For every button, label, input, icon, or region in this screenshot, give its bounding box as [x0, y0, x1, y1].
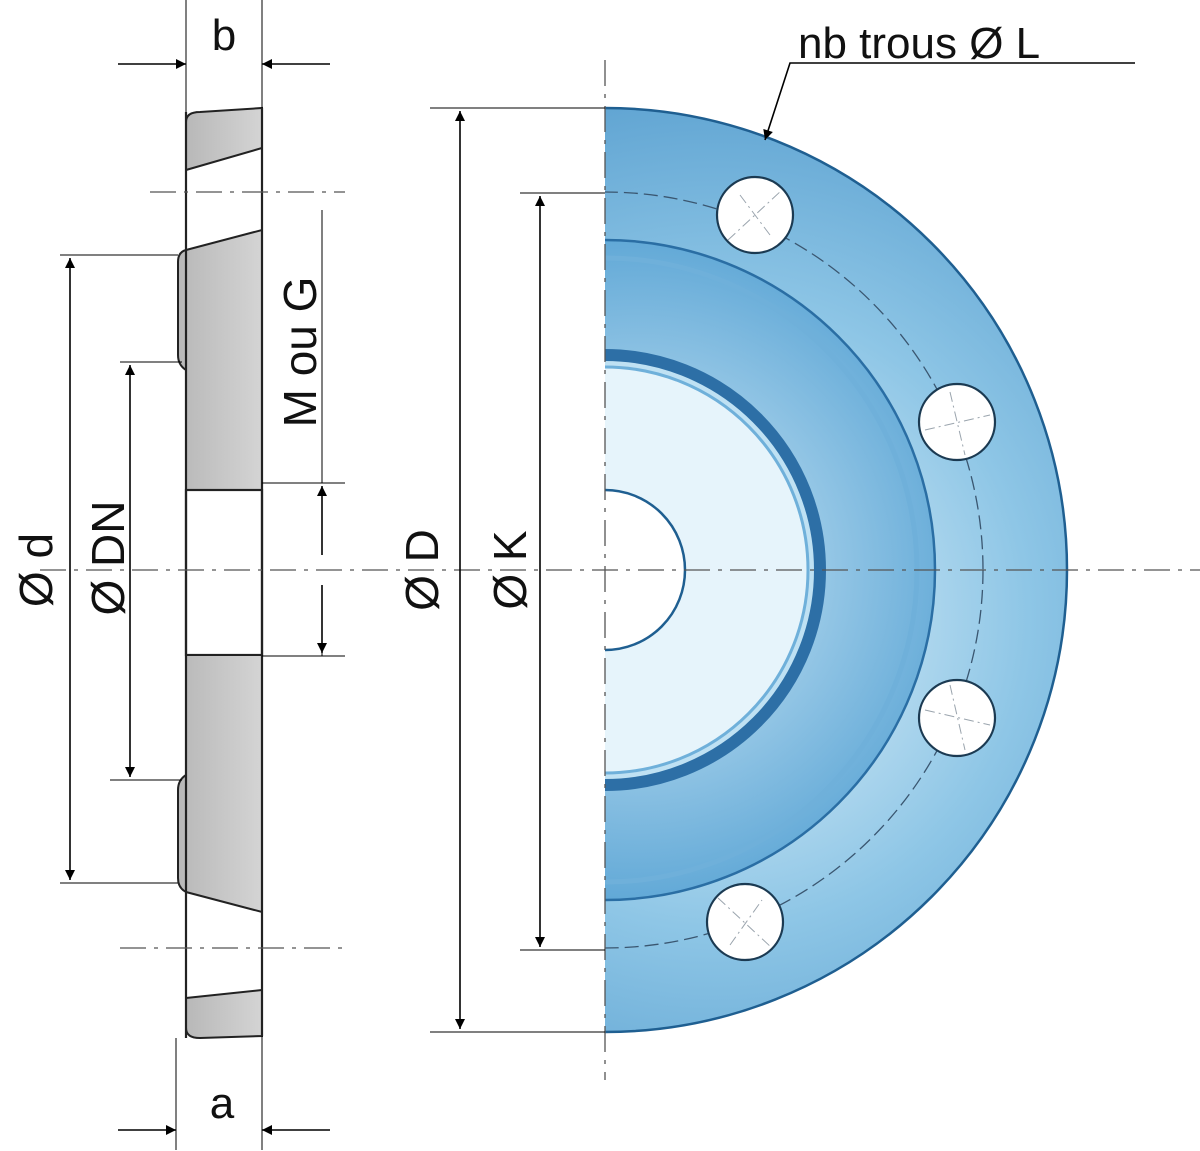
section-lower-bolt: [185, 988, 263, 1040]
bolt-hole: [917, 382, 997, 462]
label-D: Ø D: [396, 529, 448, 611]
holes-leader: [763, 62, 1135, 141]
section-lower-body: [177, 654, 263, 914]
bolt-hole: [715, 175, 795, 255]
dimension-lines: [65, 59, 1135, 1135]
label-K: Ø K: [484, 530, 536, 610]
section-upper-bolt: [185, 106, 263, 172]
flange-front-view: [605, 106, 1069, 1034]
bolt-holes: [705, 175, 997, 962]
flange-section: [177, 106, 264, 1040]
label-a: a: [210, 1079, 235, 1128]
extension-lines: [60, 0, 605, 1150]
label-holes: nb trous Ø L: [798, 19, 1040, 68]
bolt-hole: [705, 882, 785, 962]
label-dn: Ø DN: [82, 501, 134, 616]
label-b: b: [212, 11, 236, 60]
label-thread: M ou G: [274, 277, 326, 428]
bolt-hole: [917, 678, 997, 758]
label-d: Ø d: [10, 533, 62, 607]
section-bore: [184, 488, 264, 657]
section-upper-body: [177, 228, 263, 491]
